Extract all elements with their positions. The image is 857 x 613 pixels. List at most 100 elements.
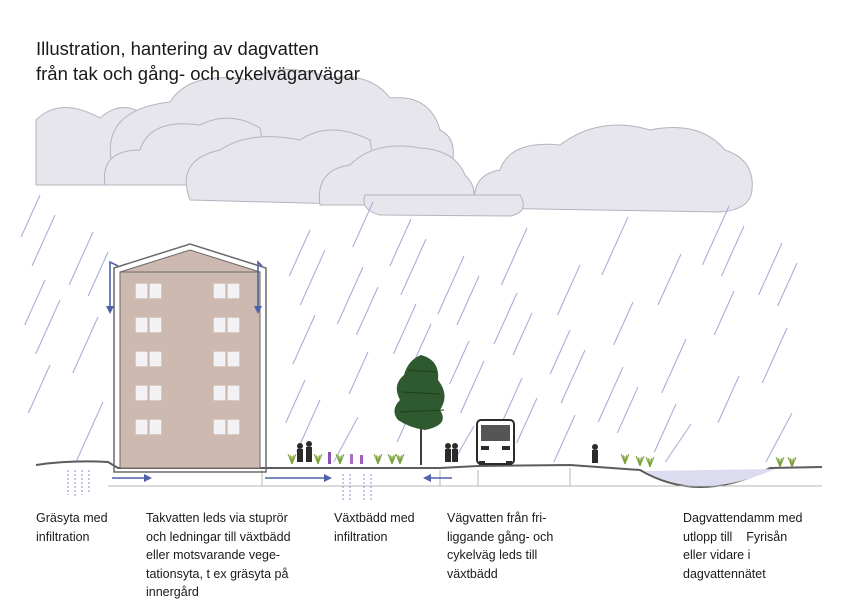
grass-blade <box>339 453 345 465</box>
rain-streak <box>556 264 581 316</box>
title-line: från tak och gång- och cykelvägarvägar <box>36 63 360 84</box>
rain-streak <box>500 227 528 286</box>
rain-streak <box>437 255 465 315</box>
rain-streak <box>597 366 624 423</box>
window <box>135 317 148 333</box>
window <box>149 283 162 299</box>
rain-streak <box>72 316 99 374</box>
rain-streak <box>616 386 639 434</box>
window <box>227 419 240 435</box>
caption-line: och ledningar till växtbädd <box>146 529 291 544</box>
caption-line: utlopp till Fyrisån <box>683 529 788 544</box>
window <box>149 317 162 333</box>
rain-streak <box>352 201 374 248</box>
caption-plant-bed: Växtbädd med infiltration <box>334 509 415 546</box>
window <box>227 317 240 333</box>
window <box>135 351 148 367</box>
rain-streak <box>333 416 359 463</box>
rain-streak <box>653 403 677 453</box>
window <box>213 385 226 401</box>
rain-streak <box>701 205 730 266</box>
rain-streak <box>24 279 46 326</box>
rain-streak <box>35 299 61 355</box>
rain-streak <box>601 216 629 276</box>
grass-blade <box>624 453 630 465</box>
person-icon <box>297 441 598 463</box>
window <box>135 419 148 435</box>
caption-line: eller vidare i <box>683 548 751 562</box>
rain-streak <box>292 314 316 365</box>
caption-stormwater-pond: Dagvattendamm med utlopp till Fyrisån el… <box>683 509 803 583</box>
rain-streak <box>400 238 427 296</box>
rain-streak <box>765 412 793 463</box>
title-line: Illustration, hantering av dagvatten <box>36 38 319 59</box>
window <box>149 351 162 367</box>
rain-streak <box>549 329 571 375</box>
caption-line: Dagvattendamm med <box>683 511 803 525</box>
rain-streak <box>75 401 104 462</box>
rain-streak <box>553 414 576 463</box>
caption-line: cykelväg leds till <box>447 548 538 562</box>
rain-streak <box>460 360 485 414</box>
caption-line: dagvattennätet <box>683 566 766 581</box>
caption-line: innergård <box>146 585 199 599</box>
rain-streak <box>661 338 687 394</box>
window <box>149 419 162 435</box>
rain-streak <box>389 218 412 267</box>
caption-line: Gräsyta med <box>36 511 108 525</box>
window <box>213 419 226 435</box>
caption-line: Takvatten leds via stuprör <box>146 511 288 525</box>
rain-streak <box>777 262 798 307</box>
rain-streak <box>31 214 56 267</box>
window <box>135 385 148 401</box>
rain-streak <box>713 290 735 336</box>
caption-line: tationsyta, t ex gräsyta på <box>146 566 289 581</box>
rain-streak <box>355 286 379 336</box>
grass-blade <box>399 453 405 465</box>
rain-streak <box>285 379 306 424</box>
window <box>213 351 226 367</box>
caption-line: infiltration <box>36 529 90 544</box>
rain-streak <box>717 375 740 424</box>
grass-blade <box>649 456 655 468</box>
rain-streak <box>613 301 634 346</box>
rain-streak <box>657 253 682 306</box>
rain-streak <box>68 231 94 286</box>
window <box>213 317 226 333</box>
caption-line: Växtbädd med <box>334 511 415 525</box>
window <box>227 283 240 299</box>
grass-blade <box>639 455 645 467</box>
window <box>213 283 226 299</box>
downpipe-arrow-icon <box>106 260 452 482</box>
rain-streak <box>758 242 783 296</box>
caption-grass-infiltration: Gräsyta med infiltration <box>36 509 108 546</box>
pond-icon <box>645 469 775 487</box>
rain-streak <box>664 423 692 463</box>
grass-blade <box>791 456 797 468</box>
rain-streak <box>512 312 533 356</box>
grass-blade <box>779 456 785 468</box>
window <box>227 351 240 367</box>
grass-blade <box>317 453 323 465</box>
page-title: Illustration, hantering av dagvatten frå… <box>36 36 360 86</box>
caption-line: infiltration <box>334 529 388 544</box>
rain-streak <box>493 292 518 345</box>
grass-icon <box>287 453 797 468</box>
grass-blade <box>377 453 383 465</box>
grass-blade <box>291 453 297 465</box>
window <box>227 385 240 401</box>
tree-icon <box>394 355 445 465</box>
caption-line: eller motsvarande vege- <box>146 548 281 562</box>
rain-streak <box>27 364 51 414</box>
rain-streak <box>348 351 369 395</box>
caption-line: växtbädd <box>447 566 498 581</box>
rain-streak <box>560 349 586 404</box>
rain-streak <box>516 397 538 444</box>
caption-roof-water: Takvatten leds via stuprör och ledningar… <box>146 509 291 602</box>
rain-streak <box>87 251 109 297</box>
building-icon <box>113 243 267 473</box>
rain-streak <box>20 194 41 238</box>
caption-line: liggande gång- och <box>447 529 554 544</box>
grass-blade <box>391 453 397 465</box>
